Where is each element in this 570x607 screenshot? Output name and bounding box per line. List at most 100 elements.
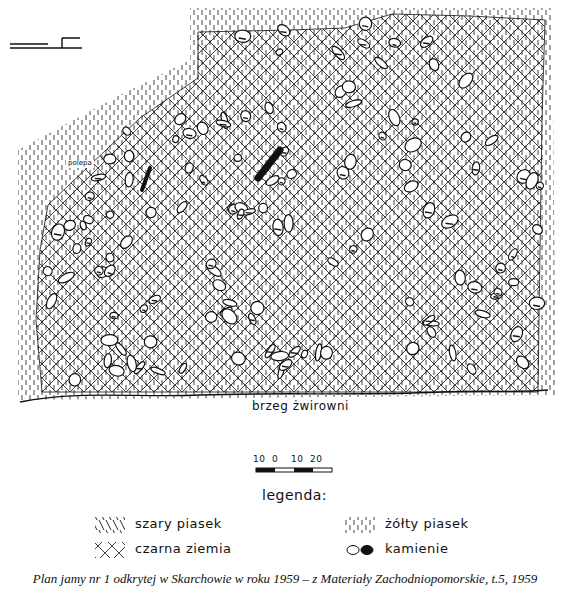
stone [104, 154, 117, 164]
stone-shade [95, 178, 102, 180]
stone [509, 325, 525, 344]
stone-shade [533, 305, 540, 306]
stone [459, 130, 473, 144]
stone [524, 171, 541, 191]
stone [121, 126, 132, 137]
stone-shade [334, 53, 342, 55]
stone [277, 176, 287, 186]
stone-shade [266, 351, 273, 353]
stone [258, 203, 267, 213]
stone-shade [362, 26, 368, 27]
stone [285, 168, 298, 180]
stone [411, 118, 418, 125]
legend-text: szary piasek [135, 517, 222, 531]
stone-shade [498, 270, 503, 271]
stone [514, 354, 531, 371]
stone [172, 135, 180, 143]
stone [359, 226, 376, 244]
stone-shade [351, 250, 354, 252]
stone-shade [136, 368, 143, 370]
stone [205, 311, 218, 323]
stone [44, 292, 59, 310]
stone-shade [274, 229, 281, 230]
stone [439, 212, 460, 231]
stone-shade [54, 234, 62, 235]
stone-shade [246, 212, 252, 214]
stone [124, 150, 134, 162]
stone-shade [381, 137, 384, 139]
stone-shade [471, 289, 477, 290]
stone-shade [97, 271, 101, 273]
stone [456, 71, 475, 91]
stone [529, 297, 545, 310]
stone [373, 55, 389, 70]
scale-number: 20 [310, 455, 322, 465]
stone [84, 190, 96, 202]
stone [276, 22, 292, 38]
stone [91, 173, 107, 182]
stone [388, 37, 401, 48]
stone [108, 364, 125, 378]
stone-shade [231, 211, 235, 212]
stone [377, 131, 387, 142]
stone [284, 215, 293, 233]
stone [345, 98, 362, 109]
stone [358, 16, 373, 31]
stone [148, 294, 162, 305]
stone [178, 362, 188, 374]
stone-shade [423, 42, 429, 44]
stone [222, 298, 237, 307]
stones [42, 16, 545, 387]
stone-shade [238, 214, 243, 216]
stone-shade [282, 366, 289, 368]
stone [102, 263, 117, 278]
scale-number: 10 [291, 455, 303, 465]
stone [404, 340, 421, 357]
stone-shade [496, 293, 499, 295]
stone [234, 30, 251, 43]
stone [275, 48, 284, 56]
stone-shade [239, 38, 246, 39]
north-arrow [10, 38, 82, 48]
stone [419, 34, 435, 49]
stone [474, 309, 491, 320]
stone [484, 133, 500, 147]
stone [118, 234, 135, 251]
stone-shade [220, 124, 227, 126]
stone [319, 345, 333, 360]
stone [215, 119, 231, 128]
scale-number: 10 [253, 455, 265, 465]
stone-shade [513, 336, 520, 337]
legend-sample [347, 546, 373, 555]
stone [84, 237, 93, 247]
stone-shade [108, 273, 112, 274]
stone [211, 277, 228, 292]
stone [219, 306, 240, 327]
stone [398, 158, 413, 172]
stone [467, 280, 484, 294]
stone [287, 345, 302, 359]
stone-shade [414, 122, 417, 124]
stone [195, 120, 210, 136]
stone [509, 279, 519, 286]
stone [471, 161, 480, 175]
legend-sample [345, 517, 375, 533]
stone [270, 351, 289, 362]
stone [402, 135, 424, 155]
stone [184, 162, 194, 174]
stone [326, 256, 339, 268]
stone [465, 362, 477, 376]
stone-shade [202, 182, 205, 183]
stone-shade [186, 134, 192, 136]
stone-shade [280, 31, 286, 33]
stone-shade [425, 212, 432, 213]
stone-shade [511, 256, 514, 257]
stone [342, 81, 356, 93]
edge-label: brzeg żwirowni [250, 400, 351, 413]
stone-shade [340, 175, 346, 176]
stone [124, 172, 133, 187]
stone [240, 110, 252, 123]
stone-shade [142, 309, 145, 311]
stone [139, 303, 149, 314]
